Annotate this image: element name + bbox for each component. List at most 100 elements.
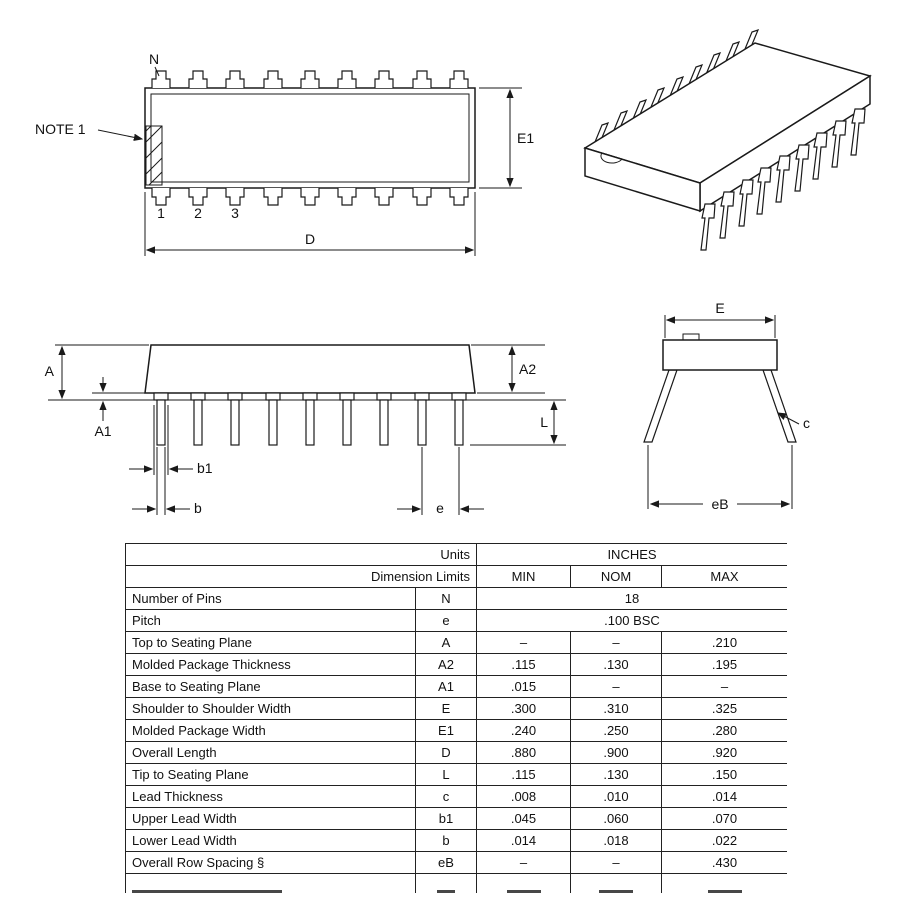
spec-max: .430 <box>660 851 787 874</box>
dim-label-d: D <box>305 231 315 247</box>
spec-name: Lower Lead Width <box>125 829 416 852</box>
clipped-row-remnant <box>570 873 662 893</box>
dim-d: D <box>144 192 476 256</box>
dim-a2: A2 <box>471 344 545 394</box>
top-row-pins <box>151 70 469 88</box>
table-row: Molded Package Width E1 .240 .250 .280 <box>125 719 787 742</box>
spec-max: .014 <box>660 785 787 808</box>
spec-name: Overall Row Spacing § <box>125 851 416 874</box>
table-row: Top to Seating Plane A – – .210 <box>125 631 787 654</box>
spec-nom: .130 <box>570 763 662 786</box>
pin-number-2: 2 <box>194 205 202 221</box>
spec-nom: .900 <box>570 741 662 764</box>
note1-callout: NOTE 1 <box>35 121 142 139</box>
spec-symbol: E <box>415 697 477 720</box>
spec-name: Shoulder to Shoulder Width <box>125 697 416 720</box>
dim-label-l: L <box>540 414 548 430</box>
spec-nom: – <box>570 675 662 698</box>
table-header-limits-row: Dimension Limits MIN NOM MAX <box>125 565 787 588</box>
spec-min: – <box>476 631 571 654</box>
isometric-view-drawing <box>550 8 895 280</box>
dim-l: L <box>470 402 566 446</box>
spec-min: .300 <box>476 697 571 720</box>
table-row: Pitch e .100 BSC <box>125 609 787 632</box>
spec-max: .070 <box>660 807 787 830</box>
spec-max: .195 <box>660 653 787 676</box>
nom-header-cell: NOM <box>570 565 662 588</box>
spec-min: .240 <box>476 719 571 742</box>
spec-min: .014 <box>476 829 571 852</box>
rear-row-pins <box>593 29 760 143</box>
pin-number-3: 3 <box>231 205 239 221</box>
spec-max: .210 <box>660 631 787 654</box>
dim-label-e-width: E <box>715 300 724 316</box>
side-view-pins <box>153 392 467 446</box>
dimension-table-container: Units INCHES Dimension Limits MIN NOM MA… <box>125 543 787 893</box>
dim-c: c <box>778 413 810 431</box>
spec-symbol: eB <box>415 851 477 874</box>
spec-symbol: b1 <box>415 807 477 830</box>
spec-min: .008 <box>476 785 571 808</box>
spec-symbol: N <box>415 587 477 610</box>
spec-symbol: D <box>415 741 477 764</box>
spec-symbol: E1 <box>415 719 477 742</box>
dim-label-a: A <box>45 363 55 379</box>
spec-symbol: L <box>415 763 477 786</box>
dim-b1: b1 <box>129 405 213 476</box>
table-row: Shoulder to Shoulder Width E .300 .310 .… <box>125 697 787 720</box>
dim-label-e-pitch: e <box>436 500 444 516</box>
dim-a1: A1 <box>92 377 145 439</box>
clipped-row-remnant <box>660 873 787 893</box>
spec-nom: – <box>570 851 662 874</box>
dimension-limits-cell: Dimension Limits <box>125 565 477 588</box>
spec-min: .115 <box>476 653 571 676</box>
table-row: Base to Seating Plane A1 .015 – – <box>125 675 787 698</box>
spec-name: Overall Length <box>125 741 416 764</box>
spec-name: Lead Thickness <box>125 785 416 808</box>
spec-min: .015 <box>476 675 571 698</box>
inches-label-cell: INCHES <box>475 543 787 566</box>
table-row: Upper Lead Width b1 .045 .060 .070 <box>125 807 787 830</box>
note1-label: NOTE 1 <box>35 121 86 137</box>
spec-nom: .018 <box>570 829 662 852</box>
package-body-end-view <box>662 333 778 371</box>
pin-number-1: 1 <box>157 205 165 221</box>
spec-symbol: c <box>415 785 477 808</box>
top-view-drawing: NOTE 1 N 1 2 3 E1 D <box>0 0 540 290</box>
n-label: N <box>149 51 159 67</box>
spec-min: .115 <box>476 763 571 786</box>
spec-symbol: A2 <box>415 653 477 676</box>
dim-label-a1: A1 <box>94 423 111 439</box>
dim-label-b1: b1 <box>197 460 213 476</box>
dim-eb: eB <box>647 445 793 512</box>
spec-symbol: b <box>415 829 477 852</box>
dim-a: A <box>45 344 149 398</box>
dim-label-e1: E1 <box>517 130 534 146</box>
spec-max: .150 <box>660 763 787 786</box>
spec-name: Top to Seating Plane <box>125 631 416 654</box>
side-view-drawing: A A1 A2 L b1 b e <box>0 295 580 540</box>
dim-e-width: E <box>664 300 776 338</box>
spec-name: Upper Lead Width <box>125 807 416 830</box>
clipped-row-remnant <box>476 873 571 893</box>
table-row: Number of Pins N 18 <box>125 587 787 610</box>
dimension-table: Units INCHES Dimension Limits MIN NOM MA… <box>125 543 787 893</box>
spec-name: Number of Pins <box>125 587 416 610</box>
min-header-cell: MIN <box>476 565 571 588</box>
dim-e1: E1 <box>479 87 534 189</box>
clipped-row-remnant <box>415 873 477 893</box>
spec-name: Tip to Seating Plane <box>125 763 416 786</box>
n-pin-count-callout: N <box>149 51 160 77</box>
pin1-notch <box>600 152 623 164</box>
dim-label-c: c <box>803 415 810 431</box>
spec-min: .045 <box>476 807 571 830</box>
spec-value: .100 BSC <box>475 609 787 632</box>
spec-min: – <box>476 851 571 874</box>
spec-max: .325 <box>660 697 787 720</box>
spec-nom: .010 <box>570 785 662 808</box>
package-body-side-view <box>144 344 476 394</box>
pin1-index-hatch <box>145 125 163 186</box>
spec-name: Pitch <box>125 609 416 632</box>
dim-b: b <box>132 447 202 516</box>
clipped-row-remnant <box>125 873 416 893</box>
